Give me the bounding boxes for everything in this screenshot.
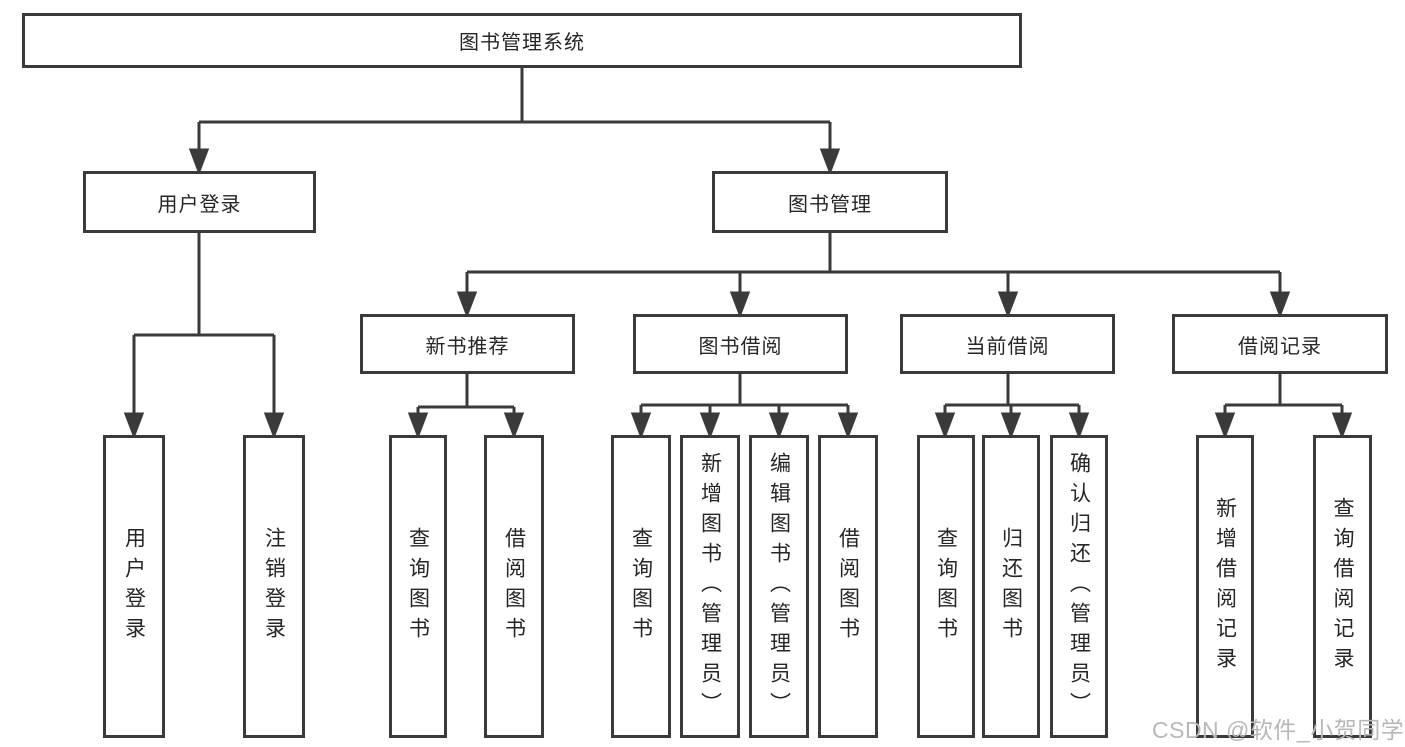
leaf-add-borrow-record: 新增借阅记录 bbox=[1196, 435, 1254, 738]
leaf-label: 查询图书 bbox=[934, 526, 958, 647]
node-book-management: 图书管理 bbox=[712, 171, 948, 233]
leaf-label: 归还图书 bbox=[999, 526, 1023, 647]
leaf-query-books-borrow: 查询图书 bbox=[611, 435, 671, 738]
node-book-borrow: 图书借阅 bbox=[633, 314, 848, 374]
connector-borrow-records-children bbox=[1214, 374, 1353, 440]
connector-current-borrow-children bbox=[934, 374, 1090, 440]
leaf-add-books-admin: 新增图书（管理员） bbox=[680, 435, 740, 738]
node-user-login: 用户登录 bbox=[83, 171, 316, 233]
leaf-label: 借阅图书 bbox=[836, 526, 860, 647]
connector-user-login-children bbox=[123, 233, 285, 440]
node-root: 图书管理系统 bbox=[22, 13, 1022, 68]
leaf-return-books: 归还图书 bbox=[982, 435, 1040, 738]
leaf-query-books-current: 查询图书 bbox=[917, 435, 975, 738]
leaf-label: 确认归还（管理员） bbox=[1067, 451, 1091, 722]
connector-book-management-children bbox=[456, 233, 1291, 319]
leaf-label: 编辑图书（管理员） bbox=[767, 451, 791, 722]
leaf-edit-books-admin: 编辑图书（管理员） bbox=[749, 435, 809, 738]
leaf-borrow-books-recommend: 借阅图书 bbox=[484, 435, 544, 738]
connector-book-borrow-children bbox=[630, 374, 859, 440]
connector-new-book-recommend-children bbox=[407, 374, 525, 440]
leaf-label: 新增图书（管理员） bbox=[698, 451, 722, 722]
leaf-user-login: 用户登录 bbox=[103, 435, 165, 738]
leaf-confirm-return-admin: 确认归还（管理员） bbox=[1050, 435, 1108, 738]
leaf-label: 查询借阅记录 bbox=[1331, 496, 1354, 677]
leaf-label: 查询图书 bbox=[406, 526, 430, 647]
leaf-label: 用户登录 bbox=[122, 526, 146, 647]
leaf-label: 借阅图书 bbox=[502, 526, 526, 647]
leaf-logout: 注销登录 bbox=[243, 435, 305, 738]
node-borrow-records: 借阅记录 bbox=[1172, 314, 1388, 374]
leaf-borrow-books-borrow: 借阅图书 bbox=[818, 435, 878, 738]
node-current-borrow: 当前借阅 bbox=[900, 314, 1115, 374]
leaf-label: 注销登录 bbox=[262, 526, 286, 647]
leaf-query-books-recommend: 查询图书 bbox=[389, 435, 447, 738]
csdn-watermark: CSDN @软件_小贺同学 bbox=[1152, 717, 1405, 743]
leaf-label: 新增借阅记录 bbox=[1213, 496, 1237, 677]
leaf-query-borrow-record: 查询借阅记录 bbox=[1313, 435, 1372, 738]
connector-root-to-level2 bbox=[188, 68, 841, 176]
node-new-book-recommend: 新书推荐 bbox=[360, 314, 575, 374]
leaf-label: 查询图书 bbox=[629, 526, 653, 647]
